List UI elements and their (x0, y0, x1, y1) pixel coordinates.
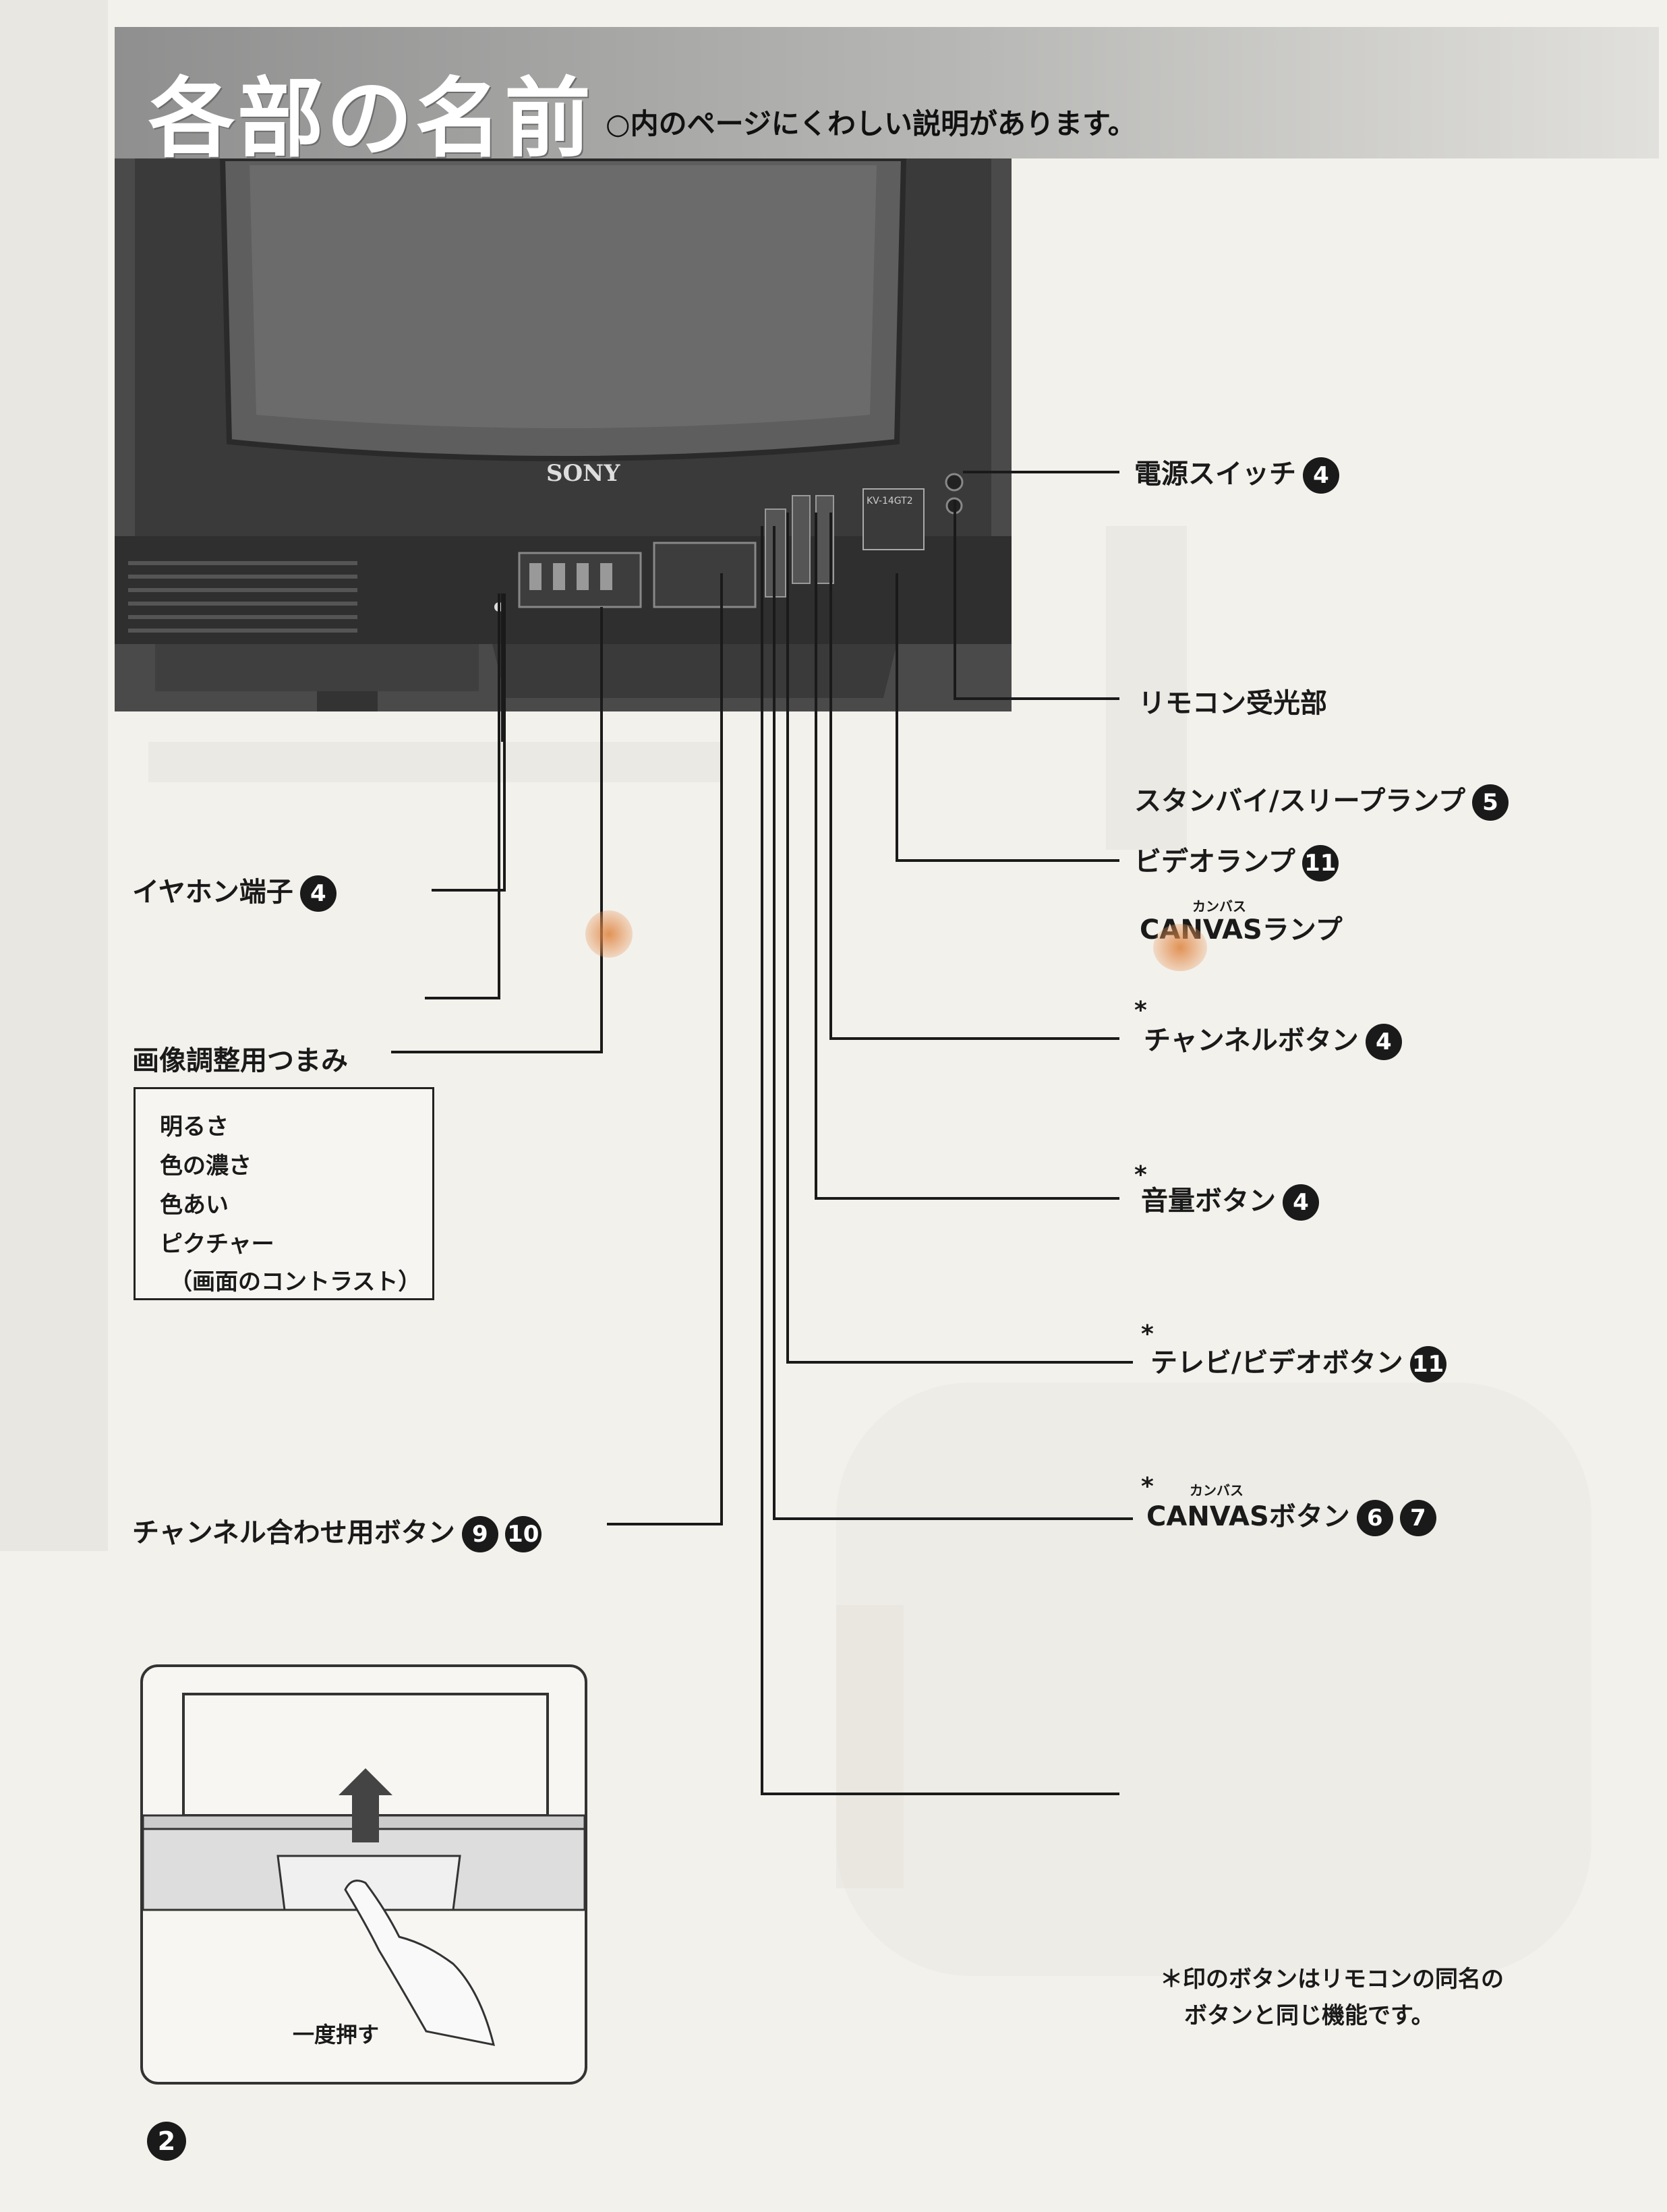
label-picture-knobs: 画像調整用つまみ (132, 1045, 348, 1076)
page-ref-badge: 9 (461, 1516, 498, 1552)
star-volume-button: * (1134, 1161, 1147, 1189)
tv-brand-logo: SONY (546, 460, 620, 487)
bleed-through-shape (836, 1382, 1591, 1976)
page-title: 各部の名前 (148, 69, 594, 169)
label-text: 音量ボタン (1141, 1186, 1276, 1217)
knob-item: （画面のコントラスト） (169, 1269, 421, 1296)
page-ref-badge: 11 (1409, 1346, 1446, 1382)
tv-base-tray (492, 644, 897, 698)
inset-drawing (143, 1693, 585, 2046)
inset-caption: 一度押す (293, 2022, 380, 2047)
page-ref-badge: 7 (1399, 1500, 1436, 1536)
page-ref-badge: 5 (1472, 784, 1509, 821)
tuning-panel (653, 542, 757, 608)
page-subtitle: ○内のページにくわしい説明があります。 (606, 107, 1136, 140)
label-text: CANVASボタン (1146, 1501, 1350, 1532)
page-number: 2 (147, 2122, 186, 2161)
page-ref-badge: 10 (504, 1516, 542, 1552)
label-text: 電源スイッチ (1134, 459, 1296, 490)
label-text: イヤホン端子 (132, 877, 293, 908)
ruby-canvas-button: カンバス (1190, 1482, 1244, 1498)
paper-stain (1153, 924, 1207, 971)
label-text: スタンバイ/スリープランプ (1134, 786, 1466, 817)
footnote: ＊印のボタンはリモコンの同名の ボタンと同じ機能です。 (1160, 1961, 1504, 2034)
inset-door (276, 1855, 461, 1911)
earphone-jack-icon (494, 602, 504, 612)
power-switch-icon (945, 473, 964, 492)
bleed-through-bar (148, 742, 722, 782)
ruby-canvas-lamp: カンバス (1192, 898, 1246, 914)
paper-stain (585, 910, 633, 958)
knob-item: 色あい (160, 1192, 229, 1219)
knob-item: 色の濃さ (160, 1153, 252, 1180)
label-text: チャンネルボタン (1144, 1025, 1359, 1056)
star-tv-video-button: * (1141, 1320, 1154, 1348)
star-channel-button: * (1134, 997, 1147, 1024)
knob-function-box: 明るさ 色の濃さ 色あい ピクチャー （画面のコントラスト） (134, 1087, 434, 1300)
page-ref-badge: 4 (1365, 1024, 1402, 1060)
page-ref-badge: 6 (1356, 1500, 1393, 1536)
left-margin-shade (0, 0, 108, 1551)
label-text: チャンネル合わせ用ボタン (132, 1517, 455, 1548)
label-text: ビデオランプ (1134, 846, 1295, 877)
bleed-through-remote (836, 1605, 904, 1888)
tv-illustration: SONY KV-14GT2 (115, 158, 1012, 711)
star-canvas-button: * (1141, 1473, 1154, 1501)
speaker-grille (128, 561, 357, 633)
page-ref-badge: 4 (1283, 1184, 1319, 1221)
finger-icon (344, 1880, 496, 2046)
remote-sensor-icon (945, 497, 963, 515)
page-ref-badge: 11 (1302, 845, 1339, 881)
inset-open-panel-illustration: 一度押す (140, 1664, 587, 2085)
knob-item: ピクチャー (160, 1231, 274, 1258)
model-plate-text: KV-14GT2 (867, 496, 913, 506)
header-bar (115, 27, 1659, 158)
label-text: テレビ/ビデオボタン (1150, 1347, 1403, 1378)
footnote-line: ボタンと同じ機能です。 (1184, 2002, 1434, 2029)
label-remote-sensor: リモコン受光部 (1138, 688, 1327, 719)
tv-plinth (155, 644, 479, 691)
tv-foot (317, 691, 378, 711)
page-ref-badge: 4 (299, 875, 337, 912)
front-control-strip (765, 508, 786, 598)
knob-item: 明るさ (160, 1113, 229, 1140)
footnote-line: ＊印のボタンはリモコンの同名の (1160, 1966, 1504, 1993)
tv-screen-glass (250, 165, 877, 428)
arrow-up-icon (339, 1768, 392, 1842)
page-ref-badge: 4 (1303, 457, 1339, 494)
